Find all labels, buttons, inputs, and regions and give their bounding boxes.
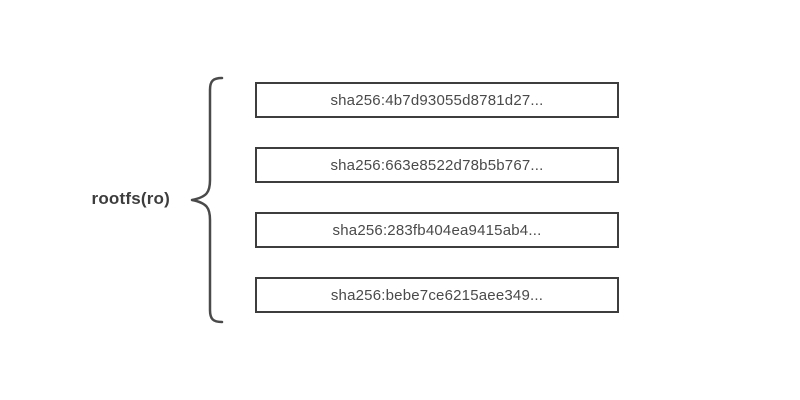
- layer-box: sha256:bebe7ce6215aee349...: [255, 277, 619, 313]
- rootfs-label: rootfs(ro): [91, 189, 170, 208]
- curly-brace-icon: [190, 76, 224, 324]
- layer-box: sha256:4b7d93055d8781d27...: [255, 82, 619, 118]
- layer-hash-text: sha256:4b7d93055d8781d27...: [330, 91, 544, 109]
- layer-box: sha256:663e8522d78b5b767...: [255, 147, 619, 183]
- layer-hash-text: sha256:bebe7ce6215aee349...: [330, 286, 544, 304]
- layer-hash-text: sha256:283fb404ea9415ab4...: [332, 221, 542, 239]
- layer-box: sha256:283fb404ea9415ab4...: [255, 212, 619, 248]
- layer-hash-text: sha256:663e8522d78b5b767...: [330, 156, 544, 174]
